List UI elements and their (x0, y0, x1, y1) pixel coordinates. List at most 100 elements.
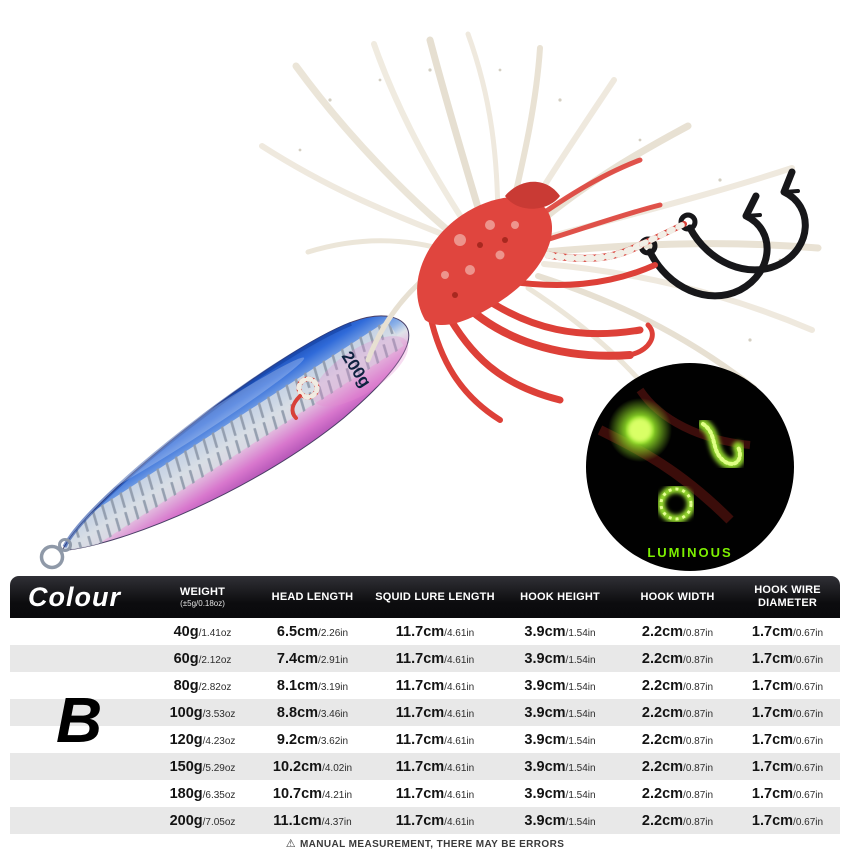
spec-value: 10.2cm (272, 758, 323, 775)
weight-cell: 150g/5.29oz (150, 753, 255, 780)
hook-height-cell: 3.9cm/1.54in (500, 699, 620, 726)
table-row: 150g/5.29oz 10.2cm/4.02in 11.7cm/4.61in … (10, 753, 840, 780)
hook-height-cell: 3.9cm/1.54in (500, 807, 620, 834)
hook-width-cell: 2.2cm/0.87in (620, 807, 735, 834)
hook-width-cell: 2.2cm/0.87in (620, 699, 735, 726)
spec-subvalue: /1.54in (565, 816, 596, 828)
weight-cell: 100g/3.53oz (150, 699, 255, 726)
spec-table-body: 40g/1.41oz 6.5cm/2.26in 11.7cm/4.61in 3.… (10, 618, 840, 834)
spec-subvalue: /4.21in (322, 789, 353, 801)
spec-subvalue: /1.54in (565, 627, 596, 639)
spec-value: 3.9cm (524, 812, 566, 829)
squid-lure-length-cell: 11.7cm/4.61in (370, 726, 500, 753)
head-length-cell: 11.1cm/4.37in (255, 807, 370, 834)
variant-column-cell (10, 780, 150, 807)
spec-subvalue: /1.54in (565, 762, 596, 774)
spec-value: 11.7cm (395, 650, 445, 667)
head-length-cell: 10.7cm/4.21in (255, 780, 370, 807)
spec-subvalue: /1.54in (565, 708, 596, 720)
spec-value: 1.7cm (751, 812, 794, 829)
hook-wire-diameter-cell: 1.7cm/0.67in (735, 618, 840, 645)
spec-subvalue: /0.87in (683, 816, 714, 828)
spec-value: 1.7cm (751, 677, 794, 694)
hook-wire-diameter-cell: 1.7cm/0.67in (735, 753, 840, 780)
jig-body: 200g (59, 315, 410, 559)
variant-column-cell (10, 807, 150, 834)
col-header-hook-width: HOOK WIDTH (620, 576, 735, 618)
spec-value: 10.7cm (272, 785, 323, 802)
spec-value: 2.2cm (641, 731, 684, 748)
spec-subvalue: /4.61in (444, 735, 475, 747)
table-row: 120g/4.23oz 9.2cm/3.62in 11.7cm/4.61in 3… (10, 726, 840, 753)
hook-height-cell: 3.9cm/1.54in (500, 753, 620, 780)
spec-value: 11.1cm (273, 812, 322, 829)
measurement-disclaimer: ⚠MANUAL MEASUREMENT, THERE MAY BE ERRORS (10, 837, 840, 850)
weight-cell: 40g/1.41oz (150, 618, 255, 645)
spec-value: 6.5cm (276, 623, 319, 640)
spec-subvalue: /0.67in (793, 762, 824, 774)
table-row: 80g/2.82oz 8.1cm/3.19in 11.7cm/4.61in 3.… (10, 672, 840, 699)
table-row: 200g/7.05oz 11.1cm/4.37in 11.7cm/4.61in … (10, 807, 840, 834)
spec-value: 200g (169, 812, 203, 829)
spec-value: 1.7cm (751, 704, 794, 721)
colour-header-label: Colour (28, 581, 121, 612)
cord-knot (290, 376, 320, 420)
squid-mantle (417, 181, 560, 326)
spec-value: 11.7cm (395, 677, 445, 694)
spec-subvalue: /1.41oz (198, 627, 232, 639)
spec-subvalue: /6.35oz (202, 789, 236, 801)
squid-lure-length-cell: 11.7cm/4.61in (370, 672, 500, 699)
hook-height-cell: 3.9cm/1.54in (500, 645, 620, 672)
hook-width-cell: 2.2cm/0.87in (620, 672, 735, 699)
spec-subvalue: /0.67in (793, 816, 824, 828)
assist-cord (544, 221, 687, 262)
weight-cell: 60g/2.12oz (150, 645, 255, 672)
spec-subvalue: /3.53oz (202, 708, 236, 720)
spec-value: 11.7cm (395, 704, 445, 721)
spec-value: 3.9cm (524, 677, 566, 694)
spec-subvalue: /2.12oz (198, 654, 232, 666)
spec-subvalue: /2.26in (318, 627, 349, 639)
squid-lure-length-cell: 11.7cm/4.61in (370, 807, 500, 834)
spec-value: 9.2cm (276, 731, 319, 748)
spec-value: 2.2cm (641, 623, 684, 640)
col-header-hook-height: HOOK HEIGHT (500, 576, 620, 618)
spec-value: 8.1cm (276, 677, 319, 694)
head-length-cell: 7.4cm/2.91in (255, 645, 370, 672)
head-length-cell: 6.5cm/2.26in (255, 618, 370, 645)
squid-lure-length-cell: 11.7cm/4.61in (370, 780, 500, 807)
spec-value: 3.9cm (524, 623, 566, 640)
spec-subvalue: /0.87in (683, 789, 714, 801)
spec-value: 2.2cm (641, 677, 684, 694)
spec-value: 2.2cm (641, 785, 684, 802)
table-row: 100g/3.53oz 8.8cm/3.46in 11.7cm/4.61in 3… (10, 699, 840, 726)
head-length-cell: 9.2cm/3.62in (255, 726, 370, 753)
table-row: 40g/1.41oz 6.5cm/2.26in 11.7cm/4.61in 3.… (10, 618, 840, 645)
squid-lure-length-cell: 11.7cm/4.61in (370, 753, 500, 780)
spec-value: 1.7cm (751, 650, 794, 667)
spec-value: 3.9cm (524, 758, 566, 775)
spec-table: Colour WEIGHT (±5g/0.18oz) HEAD LENGTH S… (10, 576, 840, 834)
variant-column-cell (10, 645, 150, 672)
table-header-row: Colour WEIGHT (±5g/0.18oz) HEAD LENGTH S… (10, 576, 840, 618)
squid-lure-length-cell: 11.7cm/4.61in (370, 699, 500, 726)
spec-subvalue: /3.62in (318, 735, 349, 747)
spec-subvalue: /2.91in (318, 654, 349, 666)
spec-value: 11.7cm (395, 812, 445, 829)
spec-value: 1.7cm (751, 623, 794, 640)
variant-label: B (56, 684, 103, 756)
spec-value: 120g (169, 731, 203, 748)
spec-value: 11.7cm (395, 785, 445, 802)
spec-value: 2.2cm (641, 758, 684, 775)
lure-photo: 200g (39, 31, 822, 571)
squid-lure-length-cell: 11.7cm/4.61in (370, 618, 500, 645)
spec-value: 3.9cm (524, 650, 566, 667)
spec-value: 7.4cm (276, 650, 319, 667)
spec-subvalue: /4.61in (444, 816, 475, 828)
col-header-squid-lure-length: SQUID LURE LENGTH (370, 576, 500, 618)
variant-column-cell (10, 753, 150, 780)
spec-value: 80g (173, 677, 199, 694)
hook-width-cell: 2.2cm/0.87in (620, 726, 735, 753)
spec-value: 100g (169, 704, 203, 721)
head-length-cell: 10.2cm/4.02in (255, 753, 370, 780)
